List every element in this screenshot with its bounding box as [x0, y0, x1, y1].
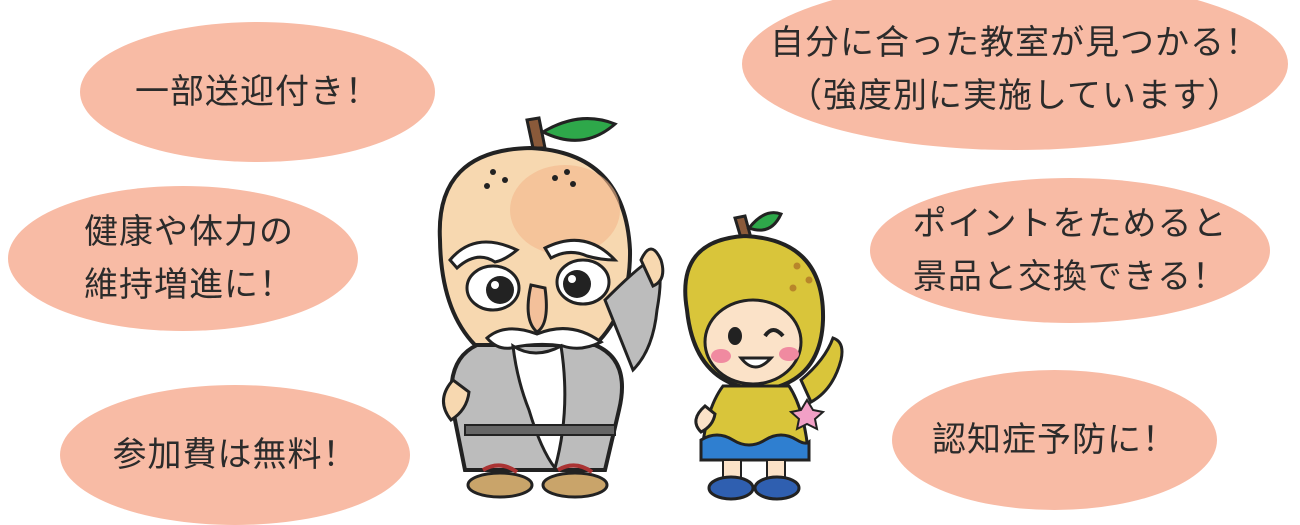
- pear-girl-mascot-icon: [683, 211, 844, 501]
- bubble-transport-text: 一部送迎付き！: [135, 71, 380, 112]
- mascot-characters: [437, 116, 844, 501]
- bubble-health-line1: 健康や体力の: [84, 211, 294, 252]
- bubble-transport: 一部送迎付き！: [80, 22, 435, 162]
- old-man-peach-mascot-icon: [437, 116, 665, 499]
- bubble-points: ポイントをためると 景品と交換できる！: [870, 178, 1270, 323]
- bubble-classroom: 自分に合った教室が見つかる！ （強度別に実施しています）: [742, 0, 1288, 150]
- bubble-points-line2: 景品と交換できる！: [912, 256, 1228, 297]
- bubble-points-line1: ポイントをためると: [912, 203, 1228, 244]
- bubble-fee: 参加費は無料！: [60, 385, 410, 525]
- bubble-fee-text: 参加費は無料！: [112, 434, 358, 475]
- bubble-classroom-line2: （強度別に実施しています）: [788, 76, 1242, 116]
- bubble-health-line2: 維持増進に！: [84, 264, 294, 305]
- bubble-dementia: 認知症予防に！: [892, 370, 1217, 510]
- bubble-dementia-text: 認知症予防に！: [932, 419, 1177, 460]
- bubble-classroom-line1: 自分に合った教室が見つかる！: [770, 23, 1260, 64]
- bubble-health: 健康や体力の 維持増進に！: [8, 186, 358, 331]
